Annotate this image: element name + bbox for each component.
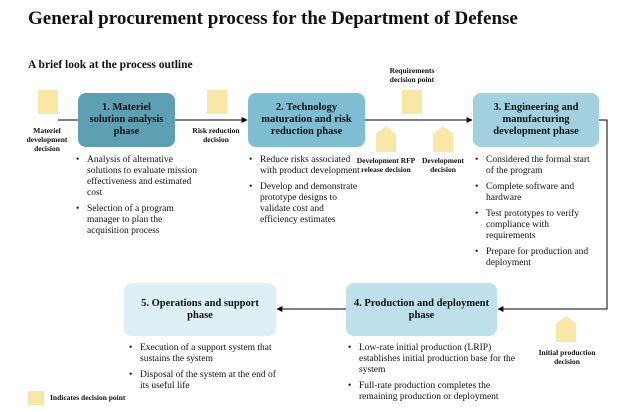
legend-decision-swatch xyxy=(28,391,44,405)
phase-5-box: 5. Operations and support phase xyxy=(124,283,276,336)
phase-5-label: 5. Operations and support phase xyxy=(141,297,259,321)
phase-4-box: 4. Production and deployment phase xyxy=(346,283,497,336)
phase-3-label: 3. Engineering and manufacturing develop… xyxy=(493,102,579,137)
decision-marker-rfp xyxy=(376,126,396,152)
decision-label-materiel: Materiel development decision xyxy=(26,126,68,153)
phase-4-bullets: Low-rate initial production (LRIP) estab… xyxy=(348,343,520,408)
list-item: Develop and demonstrate prototype design… xyxy=(249,182,361,226)
phase-1-label: 1. Materiel solution analysis phase xyxy=(89,102,164,137)
decision-marker-requirements xyxy=(402,90,422,114)
phase-4-label: 4. Production and deployment phase xyxy=(353,297,490,321)
phase-3-box: 3. Engineering and manufacturing develop… xyxy=(473,93,599,147)
phase-2-label: 2. Technology maturation and risk reduct… xyxy=(261,102,352,137)
list-item: Test prototypes to verify compliance wit… xyxy=(475,209,597,242)
phase-2-box: 2. Technology maturation and risk reduct… xyxy=(248,93,365,147)
list-item: Reduce risks associated with product dev… xyxy=(249,155,361,177)
phase-5-bullets: Execution of a support system that susta… xyxy=(129,343,281,397)
decision-label-initial-production: Initial production decision xyxy=(538,348,596,366)
list-item: Selection of a program manager to plan t… xyxy=(76,204,198,237)
phase-1-bullets: Analysis of alternative solutions to eva… xyxy=(76,155,198,242)
list-item: Complete software and hardware xyxy=(475,182,597,204)
decision-marker-materiel xyxy=(38,90,58,114)
decision-label-requirements: Requirements decision point xyxy=(389,66,435,84)
page-subtitle: A brief look at the process outline xyxy=(28,59,193,71)
phase-3-bullets: Considered the formal start of the progr… xyxy=(475,155,597,274)
list-item: Considered the formal start of the progr… xyxy=(475,155,597,177)
phase-1-box: 1. Materiel solution analysis phase xyxy=(78,93,175,147)
decision-label-development: Development decision xyxy=(421,156,465,174)
list-item: Low-rate initial production (LRIP) estab… xyxy=(348,343,520,376)
list-item: Disposal of the system at the end of its… xyxy=(129,370,281,392)
list-item: Analysis of alternative solutions to eva… xyxy=(76,155,198,199)
flow-arrow-3-to-4 xyxy=(497,119,608,312)
decision-marker-initial-production xyxy=(556,316,576,342)
decision-label-risk: Risk reduction decision xyxy=(192,126,240,144)
legend-label: Indicates decision point xyxy=(50,393,126,402)
phase-2-bullets: Reduce risks associated with product dev… xyxy=(249,155,361,231)
list-item: Full-rate production completes the remai… xyxy=(348,381,520,403)
decision-label-rfp: Development RFP release decision xyxy=(356,156,416,174)
list-item: Execution of a support system that susta… xyxy=(129,343,281,365)
list-item: Prepare for production and deployment xyxy=(475,247,597,269)
page-title: General procurement process for the Depa… xyxy=(28,8,518,29)
decision-marker-risk xyxy=(207,90,227,114)
decision-marker-development xyxy=(433,126,453,152)
